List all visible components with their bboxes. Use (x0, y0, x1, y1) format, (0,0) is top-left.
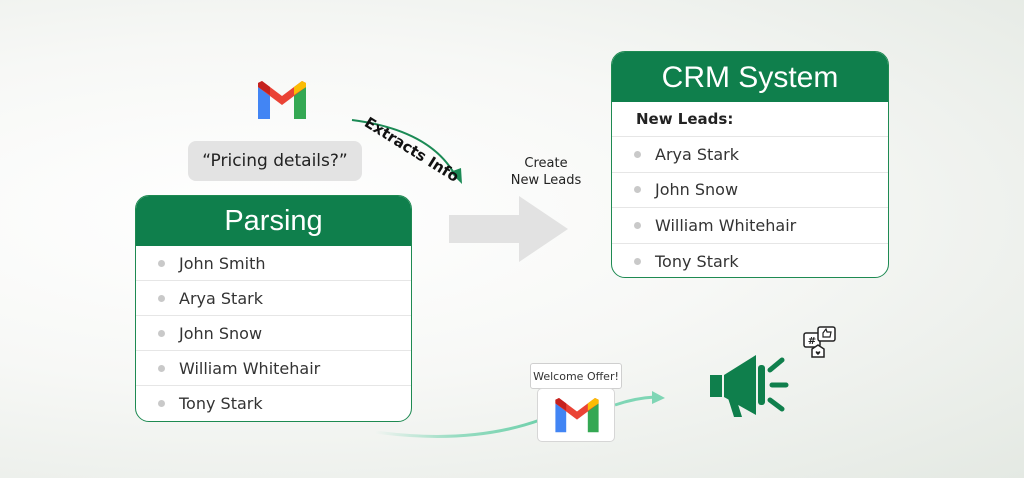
offer-mail-box (537, 388, 615, 442)
bullet (158, 400, 165, 407)
list-item: John Smith (136, 246, 411, 281)
lead-name: Arya Stark (655, 144, 739, 164)
crm-card: CRM System New Leads: Arya Stark John Sn… (611, 51, 889, 278)
bullet (158, 364, 165, 372)
offer-flow-head (652, 391, 665, 404)
list-item: John Snow (612, 173, 888, 208)
list-item: Tony Stark (136, 386, 411, 421)
lead-name: John Snow (179, 323, 263, 343)
lead-name: Tony Stark (179, 394, 263, 413)
create-label-line2: New Leads (510, 173, 582, 188)
list-item: William Whitehair (612, 208, 888, 244)
social-media-icon: # (803, 326, 836, 358)
bullet (634, 221, 641, 229)
bullet (634, 150, 641, 158)
bullet (158, 259, 165, 267)
new-leads-heading: New Leads: (612, 102, 888, 137)
bullet (158, 329, 165, 337)
lead-name: William Whitehair (179, 358, 321, 378)
lead-name: John Smith (179, 253, 266, 273)
lead-name: Tony Stark (655, 251, 739, 271)
lead-name: John Snow (655, 180, 739, 200)
crm-title: CRM System (612, 52, 888, 102)
list-item: Arya Stark (136, 281, 411, 316)
bullet (634, 186, 641, 194)
offer-flow-arc (374, 418, 541, 438)
list-item: Tony Stark (612, 244, 888, 278)
svg-text:#: # (808, 336, 816, 347)
list-item: John Snow (136, 316, 411, 351)
offer-flow-arc-2 (614, 395, 656, 407)
lead-name: William Whitehair (655, 215, 797, 235)
lead-name: Arya Stark (179, 288, 263, 308)
gmail-icon (555, 398, 599, 433)
bullet (158, 294, 165, 302)
parsing-title: Parsing (136, 196, 411, 246)
gmail-icon (258, 81, 306, 119)
megaphone-icon (710, 355, 789, 417)
parsing-card: Parsing John Smith Arya Stark John Snow … (135, 195, 412, 422)
welcome-offer-tag: Welcome Offer! (530, 363, 622, 389)
list-item: Arya Stark (612, 137, 888, 173)
create-new-leads-label: Create New Leads (503, 155, 589, 189)
create-label-line1: Create (524, 156, 568, 171)
extracts-arrow (351, 119, 456, 176)
customer-query-bubble: “Pricing details?” (188, 141, 362, 181)
bullet (634, 257, 641, 265)
list-item: William Whitehair (136, 351, 411, 386)
extracts-arrow-head (450, 168, 462, 184)
create-leads-arrow (449, 196, 568, 262)
